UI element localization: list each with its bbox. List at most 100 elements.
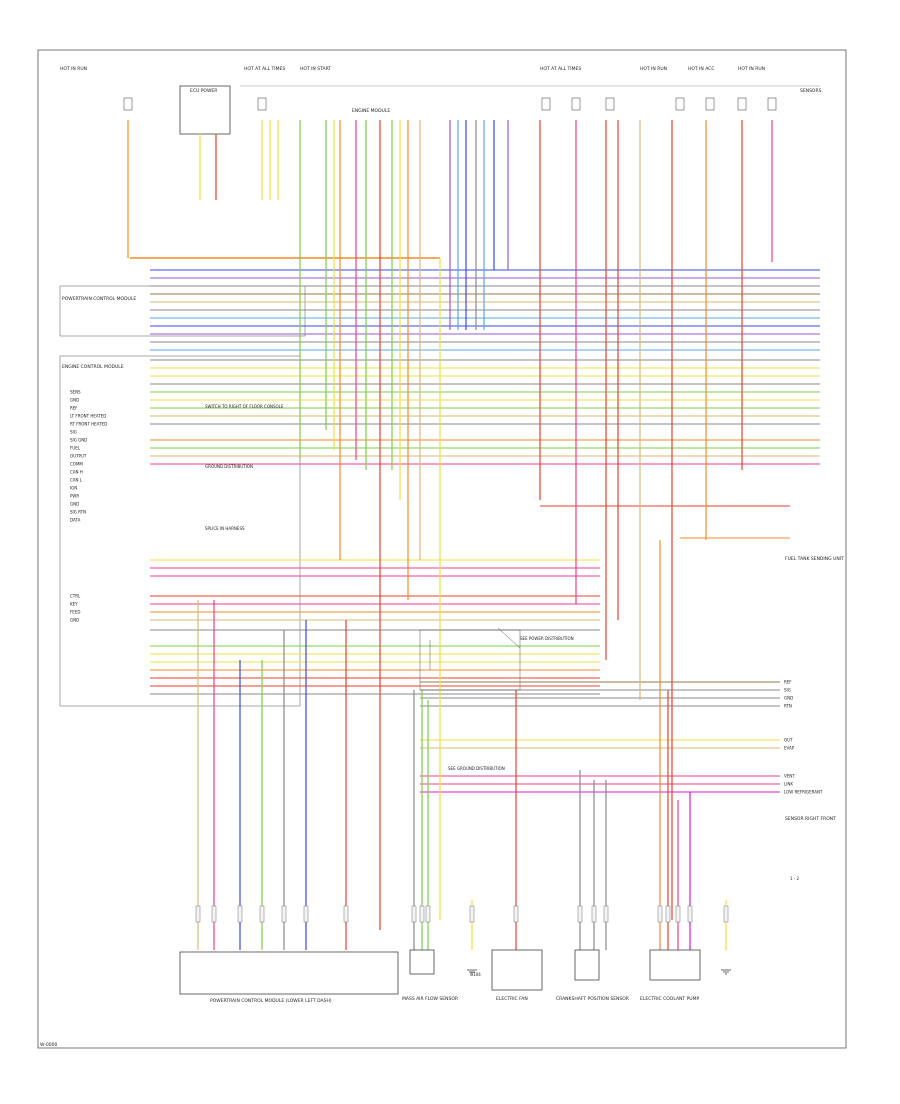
connector-stub-15 bbox=[657, 905, 663, 923]
bottom-label-0: POWERTRAIN CONTROL MODULE (LOWER LEFT DA… bbox=[210, 998, 332, 1004]
left-pin-label-18: KEY bbox=[70, 602, 78, 607]
harness-wires bbox=[130, 257, 820, 793]
right-pin-label-3: RTN bbox=[784, 704, 792, 709]
relay-box bbox=[419, 629, 521, 691]
left-pin-label-14: GND bbox=[70, 502, 79, 507]
fuse-8 bbox=[767, 97, 777, 111]
fuel-tank-label: FUEL TANK SENDING UNIT bbox=[785, 556, 844, 562]
connector-stub-13 bbox=[591, 905, 597, 923]
right-pin-labels: REF SIG GND RTN OUT EVAP VENT LINK LOW REFRIGERA… bbox=[784, 680, 823, 795]
left-pin-label-6: SIG GND bbox=[70, 438, 87, 443]
top-label-6: HOT IN RUN bbox=[640, 66, 667, 72]
connector-stub-5 bbox=[303, 905, 309, 923]
connector-stub-4 bbox=[281, 905, 287, 923]
ground-ref: G104 bbox=[470, 972, 481, 977]
diagram-frame bbox=[37, 49, 847, 1049]
connector-stub-18 bbox=[687, 905, 693, 923]
left-pin-label-8: OUTPUT bbox=[70, 454, 87, 459]
ecu-power-box bbox=[179, 85, 231, 135]
sensor-rf-label: SENSOR RIGHT FRONT bbox=[785, 816, 836, 822]
left-pin-label-4: RT FRONT HEATED bbox=[70, 422, 107, 427]
left-pin-label-9: COMM bbox=[70, 462, 83, 467]
left-pin-label-1: GND bbox=[70, 398, 79, 403]
fuse-3 bbox=[571, 97, 581, 111]
mid-label-1: GROUND DISTRIBUTION bbox=[205, 464, 253, 469]
bottom-pcm-box bbox=[179, 951, 399, 995]
connector-stub-9 bbox=[425, 905, 431, 923]
top-label-8: HOT IN RUN bbox=[738, 66, 765, 72]
connector-stub-14 bbox=[603, 905, 609, 923]
bottom-label-4: ELECTRIC COOLANT PUMP bbox=[640, 996, 699, 1002]
ckp-sensor-box bbox=[574, 949, 600, 981]
mid-label-2: SPLICE IN HARNESS bbox=[205, 526, 245, 531]
left-pin-label-7: FUEL bbox=[70, 446, 81, 451]
left-pin-label-5: SIG bbox=[70, 430, 77, 435]
right-pin-label-1: SIG bbox=[784, 688, 791, 693]
right-pin-label-0: REF bbox=[784, 680, 792, 685]
ecm-connector-box bbox=[59, 355, 301, 707]
vertical-wires bbox=[127, 120, 773, 950]
connector-stub-11 bbox=[513, 905, 519, 923]
notes-text: 1 - 2 bbox=[790, 876, 800, 881]
left-pin-label-13: PWR bbox=[70, 494, 79, 499]
right-pin-label-7: LINK bbox=[784, 782, 793, 787]
right-pin-label-8: LOW REFRIGERANT bbox=[784, 790, 823, 795]
pcm-label: POWERTRAIN CONTROL MODULE bbox=[62, 296, 136, 302]
connector-stub-2 bbox=[237, 905, 243, 923]
top-label-7: HOT IN ACC bbox=[688, 66, 715, 72]
connector-stub-19 bbox=[723, 905, 729, 923]
top-label-5: HOT AT ALL TIMES bbox=[540, 66, 581, 72]
right-pin-label-4: OUT bbox=[784, 738, 793, 743]
right-pin-label-2: GND bbox=[784, 696, 793, 701]
right-pin-label-6: VENT bbox=[784, 774, 795, 779]
mid-label-4: SEE POWER DISTRIBUTION bbox=[520, 636, 574, 641]
left-pin-label-20: GND bbox=[70, 618, 79, 623]
left-pin-label-16: DATA bbox=[70, 518, 81, 523]
connector-stub-1 bbox=[211, 905, 217, 923]
relay-switch bbox=[497, 627, 521, 649]
connector-stub-0 bbox=[195, 905, 201, 923]
fuse-5 bbox=[675, 97, 685, 111]
connector-stub-3 bbox=[259, 905, 265, 923]
right-pin-label-5: EVAP bbox=[784, 746, 795, 751]
coolant-pump-box bbox=[649, 949, 701, 981]
fuse-1 bbox=[257, 97, 267, 111]
page-ref: W-0000 bbox=[40, 1042, 57, 1048]
fuse-7 bbox=[737, 97, 747, 111]
left-pin-label-19: FEED bbox=[70, 610, 80, 615]
left-pin-label-12: IGN bbox=[70, 486, 77, 491]
maf-sensor-box bbox=[409, 949, 435, 975]
top-label-1: HOT AT ALL TIMES bbox=[244, 66, 285, 72]
connector-stub-6 bbox=[343, 905, 349, 923]
connector-stub-12 bbox=[577, 905, 583, 923]
connector-stub-16 bbox=[665, 905, 671, 923]
left-pin-label-3: LT FRONT HEATED bbox=[70, 414, 106, 419]
left-pin-label-15: SIG RTN bbox=[70, 510, 86, 515]
mid-label-3: SEE GROUND DISTRIBUTION bbox=[448, 766, 505, 771]
ecu-power-label: ECU POWER bbox=[190, 88, 217, 94]
connector-stub-17 bbox=[675, 905, 681, 923]
fuse-row bbox=[123, 85, 820, 111]
left-pin-label-2: REF bbox=[70, 406, 78, 411]
bottom-label-1: MASS AIR FLOW SENSOR bbox=[402, 996, 458, 1002]
left-pin-label-17: CTRL bbox=[70, 594, 81, 599]
ecm-label: ENGINE CONTROL MODULE bbox=[62, 364, 124, 370]
bottom-label-2: ELECTRIC FAN bbox=[496, 996, 528, 1002]
ground-markers bbox=[467, 969, 731, 975]
connector-stub-8 bbox=[419, 905, 425, 923]
connector-stub-10 bbox=[469, 905, 475, 923]
engine-module-label: ENGINE MODULE bbox=[352, 108, 390, 114]
connector-stub-7 bbox=[411, 905, 417, 923]
mid-label-0: SWITCH TO RIGHT OF FLOOR CONSOLE bbox=[205, 404, 284, 409]
fuse-0 bbox=[123, 97, 133, 111]
top-label-9: SENSORS bbox=[800, 88, 822, 94]
top-label-3: HOT IN RUN bbox=[60, 66, 87, 72]
fuse-2 bbox=[541, 97, 551, 111]
bottom-label-3: CRANKSHAFT POSITION SENSOR bbox=[556, 996, 629, 1002]
fuse-6 bbox=[705, 97, 715, 111]
left-pin-label-11: CAN L bbox=[70, 478, 83, 483]
electric-fan-box bbox=[491, 949, 543, 991]
